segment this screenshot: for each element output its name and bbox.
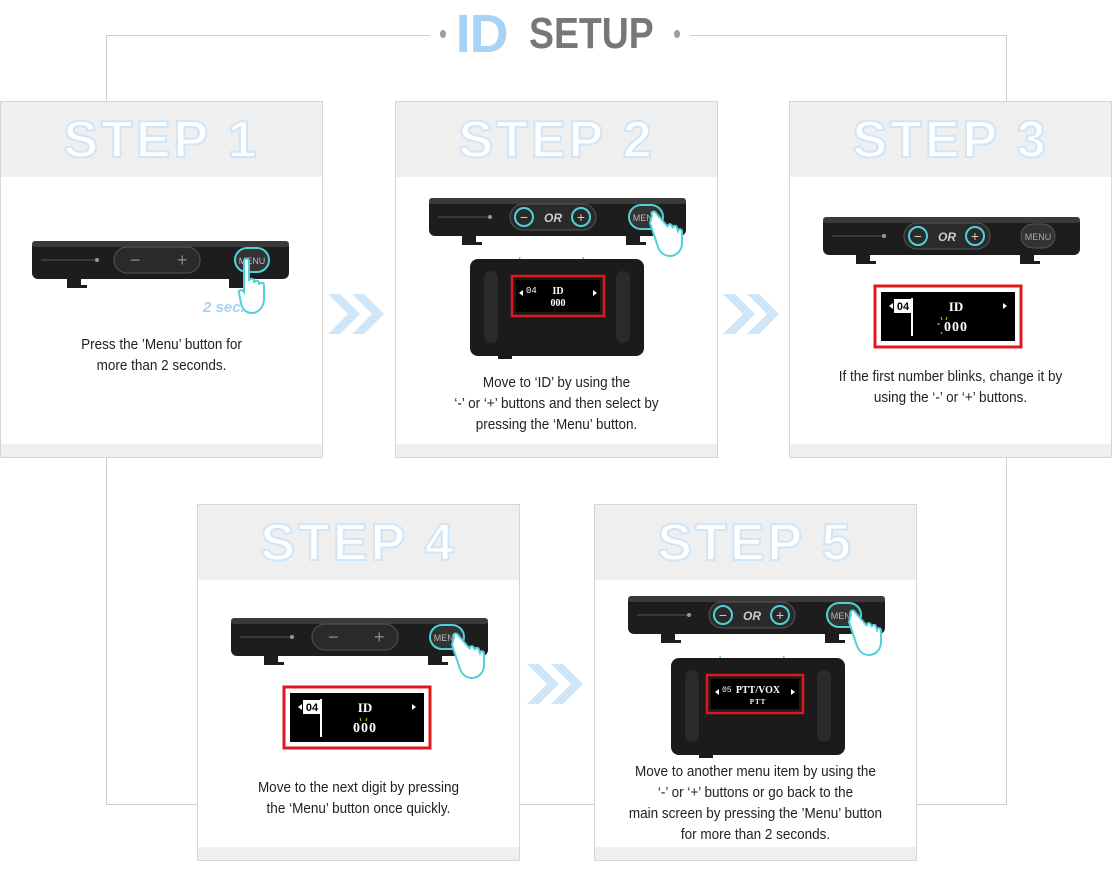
step-5-description: Move to another menu item by using the ‘… <box>628 763 883 843</box>
menu-button[interactable]: MENU <box>633 213 660 223</box>
screen-title: ID <box>552 286 563 297</box>
device-top-view: − OR + MENU <box>823 217 1080 264</box>
step-2-description: Move to ‘ID’ by using the ‘-’ or ‘+’ but… <box>454 374 659 433</box>
screen-index: 04 <box>897 301 910 313</box>
id-screen-display: 04 ID 000 <box>282 685 432 750</box>
minus-button[interactable]: − <box>130 250 141 270</box>
plus-button[interactable]: + <box>776 607 784 623</box>
pointing-hand-icon <box>648 210 683 258</box>
step-5-label: STEP 5 <box>656 513 854 573</box>
minus-button[interactable]: − <box>328 627 339 647</box>
screen-title: ID <box>949 299 963 314</box>
arrow-right-icon <box>527 664 583 704</box>
step-2-header: STEP 2 <box>396 102 717 177</box>
screen-value: 000 <box>353 721 377 736</box>
screen-value: 000 <box>551 298 566 309</box>
menu-button[interactable]: MENU <box>831 611 858 621</box>
device-top-view: − OR + MENU <box>429 198 686 245</box>
device-front-view: 04 ID 000 <box>470 257 644 359</box>
menu-button[interactable]: MENU <box>434 633 461 643</box>
arrow-right-icon <box>723 294 779 334</box>
title-id: ID <box>455 4 509 64</box>
title-dot-right <box>674 30 680 38</box>
step-3-description: If the first number blinks, change it by… <box>838 368 1063 406</box>
device-top-view: − OR + MENU <box>628 596 885 643</box>
step-4-description: Move to the next digit by pressing the ‘… <box>257 779 460 817</box>
step-1-label: STEP 1 <box>62 110 260 170</box>
arrow-right-icon <box>328 294 384 334</box>
step-1-header: STEP 1 <box>1 102 322 177</box>
step-5-card: STEP 5 − OR + MENU 05 PTT/VOX PTT <box>594 504 917 861</box>
plus-button[interactable]: + <box>577 209 585 225</box>
pointing-hand-icon <box>450 632 485 680</box>
minus-button[interactable]: − <box>520 209 528 225</box>
connector-frame-bottom <box>106 440 1007 805</box>
device-front-view: 05 PTT/VOX PTT <box>671 656 845 758</box>
screen-title: ID <box>358 700 372 715</box>
title-setup: SETUP <box>528 9 654 58</box>
step-3-header: STEP 3 <box>790 102 1111 177</box>
step-2-label: STEP 2 <box>457 110 655 170</box>
menu-button[interactable]: MENU <box>1025 232 1052 242</box>
plus-button[interactable]: + <box>374 627 385 647</box>
step-5-header: STEP 5 <box>595 505 916 580</box>
step-4-card: STEP 4 − + MENU 04 ID 000 Move to the ne… <box>197 504 520 861</box>
step-3-label: STEP 3 <box>851 110 1049 170</box>
step-1-card: STEP 1 − + MENU 2 sec. Press the ’Menu’ … <box>0 101 323 458</box>
step-2-card: STEP 2 − OR + MENU 04 ID 000 Mov <box>395 101 718 458</box>
screen-index: 04 <box>306 702 319 714</box>
screen-value: 000 <box>944 320 968 335</box>
step-4-label: STEP 4 <box>259 513 457 573</box>
screen-index: 05 <box>722 686 732 695</box>
plus-button[interactable]: + <box>971 228 979 244</box>
hold-duration-hint: 2 sec. <box>203 299 245 316</box>
id-screen-display: 04 ID 000 <box>873 284 1023 349</box>
or-label: OR <box>544 211 562 225</box>
page-title: ID SETUP <box>430 4 690 64</box>
screen-index: 04 <box>526 286 537 296</box>
device-top-view-simple: − + MENU <box>32 241 289 288</box>
screen-value: PTT <box>750 698 767 706</box>
screen-title: PTT/VOX <box>736 685 781 696</box>
minus-button[interactable]: − <box>914 228 922 244</box>
or-label: OR <box>743 609 761 623</box>
device-top-view: − + MENU <box>231 618 488 665</box>
plus-button[interactable]: + <box>177 250 188 270</box>
minus-button[interactable]: − <box>719 607 727 623</box>
menu-button[interactable]: MENU <box>239 256 266 266</box>
pointing-hand-icon <box>237 257 265 315</box>
step-1-description: Press the ’Menu’ button for more than 2 … <box>81 336 242 374</box>
step-3-card: STEP 3 − OR + MENU 04 ID 000 If the fir <box>789 101 1112 458</box>
step-4-header: STEP 4 <box>198 505 519 580</box>
pointing-hand-icon <box>847 609 882 657</box>
or-label: OR <box>938 230 956 244</box>
title-dot-left <box>440 30 446 38</box>
